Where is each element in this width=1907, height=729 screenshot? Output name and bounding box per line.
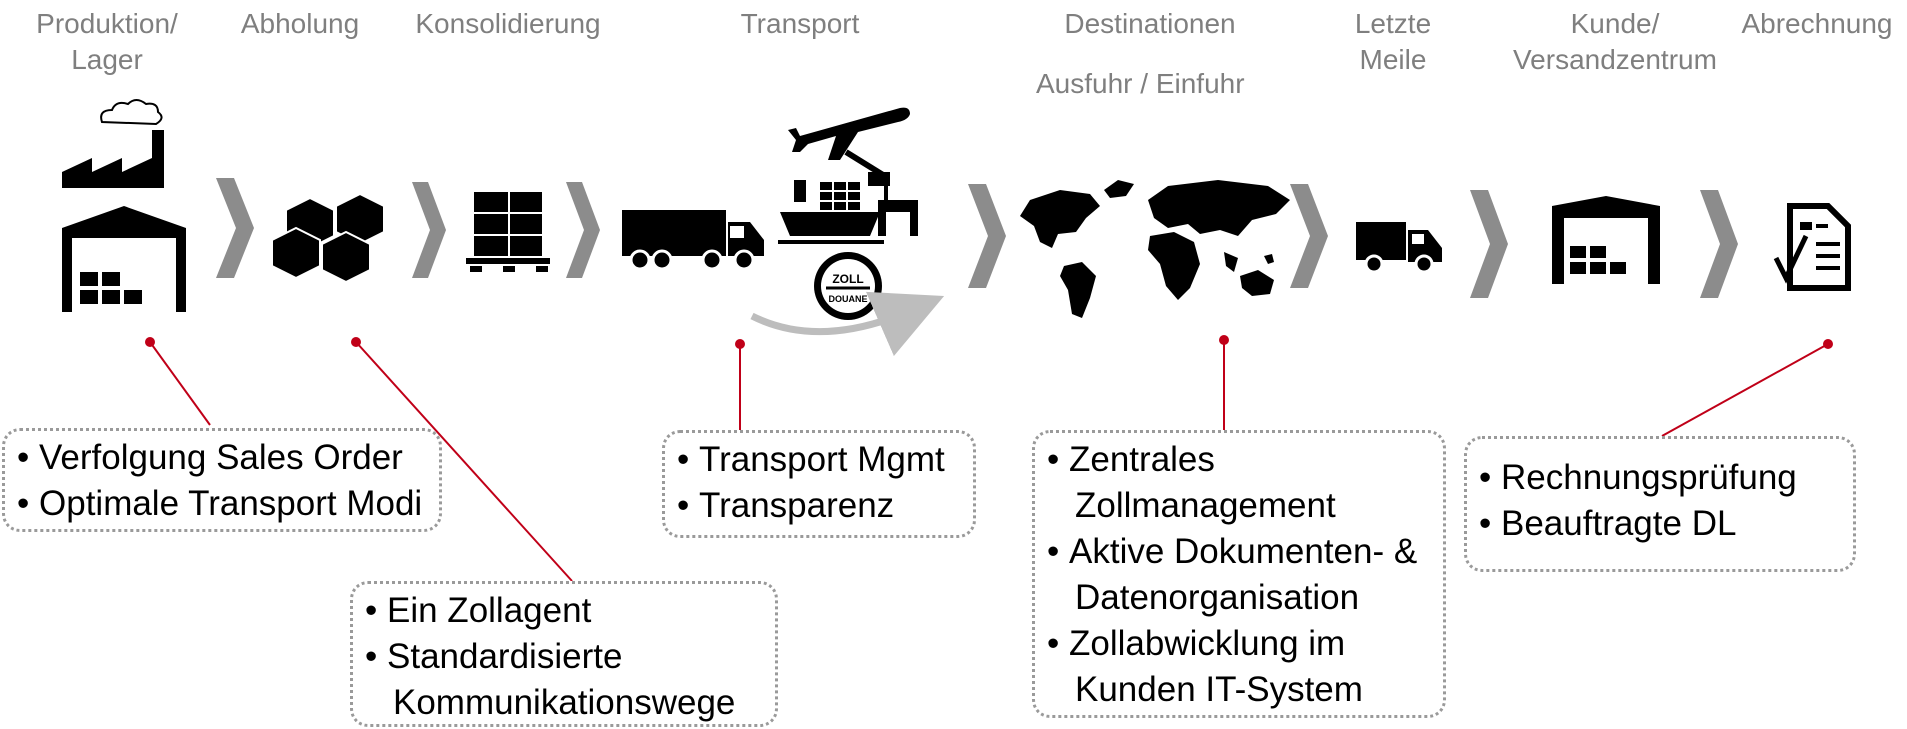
airplane-icon (788, 107, 910, 160)
pallet-icon (466, 192, 550, 272)
stage-label-transport: Transport (740, 8, 860, 39)
stage-label-destinations: Destinationen (1064, 8, 1236, 39)
connector-dot (1823, 339, 1833, 349)
customs-badge-bottom: DOUANE (828, 294, 867, 304)
stage-label-pickup: Abholung (240, 8, 360, 39)
connector-dot (351, 337, 361, 347)
destination-subtitle: Ausfuhr / Einfuhr (1036, 68, 1245, 99)
box-billing-item: Rechnungsprüfung (1473, 455, 1847, 501)
box-destination-item-continued: Kunden IT-System (1075, 670, 1363, 709)
box-pickup-item: Ein Zollagent (359, 588, 769, 634)
connector-dot (1219, 335, 1229, 345)
stage-label-billing: Abrechnung (1741, 8, 1893, 39)
box-destination-item: Zentrales (1041, 437, 1437, 483)
box-destination: Zentrales Zollmanagement Aktive Dokument… (1032, 430, 1446, 718)
chevron-icon (1290, 184, 1328, 288)
connector-billing (1661, 343, 1829, 437)
box-transport-item: Transparenz (671, 483, 967, 529)
chevron-icons (216, 178, 1738, 298)
chevron-icon (566, 182, 600, 278)
warehouse-icon (1552, 196, 1660, 284)
connector-pickup (355, 341, 573, 582)
ship-icon (778, 149, 918, 244)
customs-flow-arrow (750, 291, 945, 357)
box-transport: Transport Mgmt Transparenz (662, 430, 976, 538)
box-pickup-item: Standardisierte (359, 634, 769, 680)
chevron-icon (1700, 190, 1738, 298)
customs-badge-top: ZOLL (832, 272, 863, 286)
factory-icon (62, 99, 186, 312)
connector-production (149, 341, 211, 426)
stage-label-consolidation: Konsolidierung (415, 8, 601, 39)
stage-label-last-mile: Letzte Meile (1354, 8, 1432, 75)
box-pickup-item-continued: Kommunikationswege (393, 683, 736, 722)
box-production: Verfolgung Sales Order Optimale Transpor… (2, 428, 442, 532)
box-destination-item-continued: Zollmanagement (1075, 486, 1336, 525)
box-billing-item: Beauftragte DL (1473, 501, 1847, 547)
chevron-icon (1470, 190, 1508, 298)
invoice-icon (1773, 203, 1851, 291)
customs-badge-icon: ZOLL DOUANE (814, 252, 882, 320)
truck-icon (622, 210, 764, 271)
box-destination-item: Zollabwicklung im (1041, 621, 1437, 667)
chevron-icon (216, 178, 254, 278)
van-icon (1356, 222, 1442, 274)
stage-label-production: Produktion/ Lager (36, 8, 178, 75)
box-destination-item: Aktive Dokumenten- & (1041, 529, 1437, 575)
box-production-item: Verfolgung Sales Order (11, 435, 433, 481)
box-pickup: Ein Zollagent Standardisierte Kommunikat… (350, 581, 778, 727)
box-destination-item-continued: Datenorganisation (1075, 578, 1360, 617)
connector-dot (735, 339, 745, 349)
world-map-icon (1020, 180, 1290, 318)
chevron-icon (968, 184, 1006, 288)
chevron-icon (412, 182, 446, 278)
box-billing: Rechnungsprüfung Beauftragte DL (1464, 436, 1856, 572)
stage-label-customer: Kunde/ Versandzentrum (1513, 8, 1717, 75)
box-production-item: Optimale Transport Modi (11, 481, 433, 527)
connector-dot (145, 337, 155, 347)
boxes-icon (271, 192, 385, 284)
box-transport-item: Transport Mgmt (671, 437, 967, 483)
connector-lines (145, 335, 1833, 582)
